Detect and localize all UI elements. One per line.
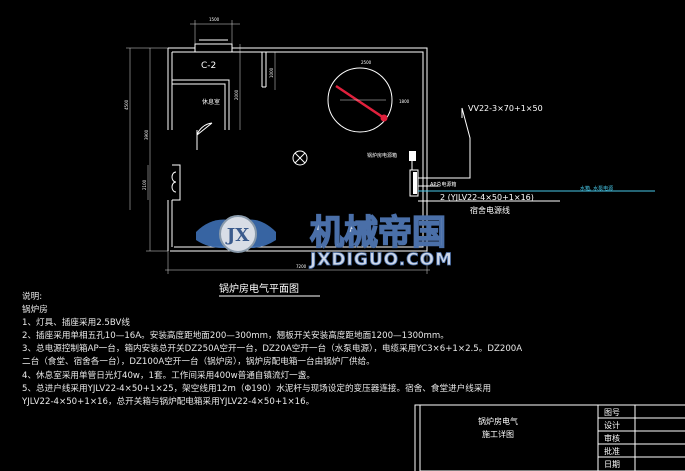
- tb-drawing-name: 施工详图: [482, 429, 514, 439]
- design-notes: 说明: 锅炉房 1、灯具、插座采用2.5BV线 2、插座采用单相五孔10—16A…: [22, 291, 662, 409]
- dim-bottom: 7200: [296, 264, 307, 269]
- inner-partitions: [171, 39, 267, 201]
- boiler-tank: [327, 67, 393, 133]
- notes-line: 5、总进户线采用YJLV22-4×50+1×25，架空线用12m（Φ190）水泥…: [22, 383, 492, 394]
- dim-inner-c: 1000: [269, 67, 274, 78]
- tb-row-review: 审核: [604, 433, 620, 443]
- dim-left-c: 2100: [142, 179, 147, 190]
- tb-row-design: 设计: [604, 420, 620, 430]
- ap-main-box: [409, 169, 419, 197]
- notes-line: 3、总电源控制箱AP一台，箱内安装总开关DZ250A空开一台，DZ20A空开一台…: [22, 344, 523, 355]
- tank-dim-side: 1800: [399, 99, 410, 104]
- door-swing: [196, 122, 213, 136]
- notes-line: 锅炉房: [22, 305, 48, 316]
- boiler-panel-box: [409, 151, 416, 161]
- lamp-symbol: [292, 150, 308, 166]
- ap-main-box-fill: [413, 172, 417, 194]
- tb-row-approve: 批准: [604, 446, 620, 456]
- dim-left-b: 3900: [144, 129, 149, 140]
- notes-line: 二台（食堂、宿舍各一台），DZ100A空开一台（锅炉房），锅炉房配电箱一台由锅炉…: [22, 357, 375, 368]
- notes-line: YJLV22-4×50+1×16，总开关箱与锅炉配电箱采用YJLV22-4×50…: [22, 396, 315, 407]
- cable-spec: VV22-3×70+1×50: [468, 104, 543, 113]
- tank-red-line: [335, 84, 385, 120]
- notes-line: 4、休息室采用单管日光灯40w，1套。工作间采用400w普通自镇流灯一盏。: [22, 370, 315, 381]
- tb-project: 锅炉房电气: [478, 416, 518, 426]
- dim-top: 1500: [209, 17, 220, 22]
- title-block: [414, 404, 685, 471]
- cable-out-label: 2 (YJLV22-4×50+1×16): [440, 193, 534, 202]
- water-pump-label: 水箱, 水泵电源: [580, 185, 613, 192]
- notes-line: 2、插座采用单相五孔10—16A。安装高度距地面200—300mm，翘板开关安装…: [22, 331, 449, 342]
- watermark-site: JXDIGUO.COM: [309, 250, 453, 270]
- rest-room-label: 休息室: [202, 98, 220, 106]
- watermark-name: 机械帝国: [310, 213, 446, 253]
- dimension-lines: [126, 20, 430, 274]
- dim-left-a: 4500: [124, 99, 129, 110]
- outer-walls: [167, 47, 428, 252]
- dorm-line-label: 宿舍电源线: [470, 205, 510, 215]
- tb-row-date: 日期: [604, 460, 620, 469]
- notes-heading: 说明:: [22, 292, 43, 302]
- tb-row-drawing-no: 图号: [604, 408, 620, 417]
- drawing-title: 锅炉房电气平面图: [219, 282, 299, 295]
- watermark-logo: JX 机械帝国 JXDIGUO.COM: [196, 212, 453, 270]
- notes-line: 1、灯具、插座采用2.5BV线: [22, 318, 130, 329]
- room-label: C-2: [201, 61, 216, 71]
- boiler-panel-label: 锅炉房电源箱: [367, 152, 397, 159]
- tank-red-dot: [380, 114, 388, 122]
- logo-letters: JX: [225, 225, 250, 246]
- dim-inner-a: 2000: [234, 89, 239, 100]
- ap-label: AP总电源箱: [430, 181, 456, 188]
- wiring: [411, 107, 655, 202]
- tank-dim-top: 2500: [361, 60, 372, 65]
